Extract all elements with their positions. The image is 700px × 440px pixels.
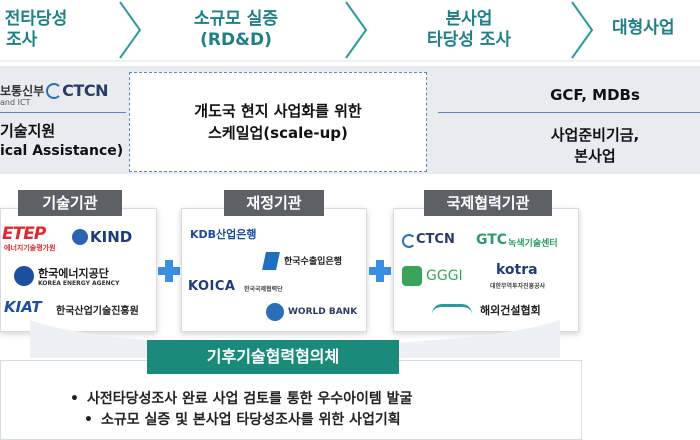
world-bank-logo: WORLD BANK <box>288 307 358 317</box>
stage-3-label: 본사업 타당성 조사 <box>410 9 528 51</box>
koica-logo: KOICA <box>188 279 236 294</box>
koica-logo-sub: 한국국제협력단 <box>244 286 283 293</box>
plus-icon-1 <box>158 260 180 282</box>
stage-4-label: 대형사업 <box>612 18 700 39</box>
bullet-dot-icon: • <box>70 391 79 407</box>
stage-3-line1: GCF, MDBs <box>550 86 640 104</box>
stage-1-line2: 조사 <box>6 30 38 50</box>
stage-3-line2: 타당성 조사 <box>426 30 512 50</box>
stage-2-line1: 소규모 실증 <box>193 9 279 29</box>
stage-3-line3: 본사업 <box>574 147 616 165</box>
kiat-logo-sub: 한국산업기술진흥원 <box>56 306 139 317</box>
stage-1-line2: ical Assistance) <box>0 143 124 159</box>
council-header: 기후기술협력협의체 <box>147 340 399 374</box>
stage-3-line2: 사업준비기금, <box>550 126 640 144</box>
tech-institutions-header: 기술기관 <box>18 190 122 216</box>
ctcn-logo-icon-2 <box>402 234 416 248</box>
stage-3-line1: 본사업 <box>445 9 493 29</box>
kind-logo: KIND <box>90 228 133 246</box>
stage-1-logos: 보통신부 CTCN <box>0 80 126 104</box>
energy-agency-logo: 한국에너지공단 <box>38 267 109 280</box>
gggi-logo: GGGI <box>426 268 463 284</box>
energy-agency-logo-sub: KOREA ENERGY AGENCY <box>38 280 120 287</box>
ministry-logo-sub: and ICT <box>0 98 31 107</box>
gggi-logo-icon <box>402 266 422 286</box>
stage-1-line1: 기술지원 <box>0 122 56 140</box>
stage-2-label: 소규모 실증 (RD&D) <box>176 9 296 51</box>
stage-4-line1: 대형사업 <box>612 18 675 38</box>
world-bank-globe-icon <box>266 303 284 321</box>
bullet-dot-icon: • <box>84 412 93 428</box>
chevron-arrow-1 <box>119 1 142 59</box>
stage-3-divider <box>438 112 700 113</box>
gtc-logo-sub: 녹색기술센터 <box>508 239 558 249</box>
council-bullet-2: • 소규모 실증 및 본사업 타당성조사를 위한 사업기획 <box>84 409 401 429</box>
icak-logo-icon <box>432 304 472 314</box>
council-bullet-2-text: 소규모 실증 및 본사업 타당성조사를 위한 사업기획 <box>100 412 401 428</box>
ketep-logo: ETEP <box>2 224 46 244</box>
kind-logo-icon <box>72 229 88 245</box>
kotra-logo: kotra <box>496 262 538 278</box>
gtc-logo: GTC <box>476 232 508 248</box>
stage-1-label: 전타당성 조사 <box>0 9 72 51</box>
ministry-logo-text: 보통신부 <box>0 84 45 98</box>
finance-institutions-header: 재정기관 <box>224 190 324 216</box>
plus-icon-2 <box>369 260 391 282</box>
stage-2-line2: 스케일업(scale-up) <box>208 124 348 142</box>
chevron-arrow-3 <box>571 1 594 59</box>
chevron-arrow-2 <box>345 1 368 59</box>
kotra-logo-sub: 대한무역투자진흥공사 <box>490 283 546 290</box>
stage-2-line2: (RD&D) <box>200 30 272 50</box>
icak-logo: 해외건설협회 <box>480 304 541 317</box>
stage-2-line1: 개도국 현지 사업화를 위한 <box>194 102 362 120</box>
energy-agency-logo-icon <box>14 266 34 286</box>
kexim-logo: 한국수출입은행 <box>284 257 342 267</box>
stage-2-dashed-box <box>129 72 427 172</box>
intl-institutions-header: 국제협력기관 <box>424 190 552 216</box>
ketep-logo-sub: 에너지기술평가원 <box>4 244 56 252</box>
stage-1-line1: 전타당성 <box>4 9 68 29</box>
ctcn-logo-2: CTCN <box>416 232 455 247</box>
council-bullet-1: • 사전타당성조사 완료 사업 검토를 통한 우수아이템 발굴 <box>70 388 412 408</box>
ctcn-logo-icon <box>46 82 63 99</box>
stage-1-divider <box>0 112 126 113</box>
stage-chevron-bar <box>0 1 700 62</box>
ctcn-logo-text: CTCN <box>62 81 108 100</box>
kiat-logo: KIAT <box>4 298 42 316</box>
kdb-logo: KDB산업은행 <box>190 228 257 241</box>
council-bullet-1-text: 사전타당성조사 완료 사업 검토를 통한 우수아이템 발굴 <box>86 391 413 407</box>
